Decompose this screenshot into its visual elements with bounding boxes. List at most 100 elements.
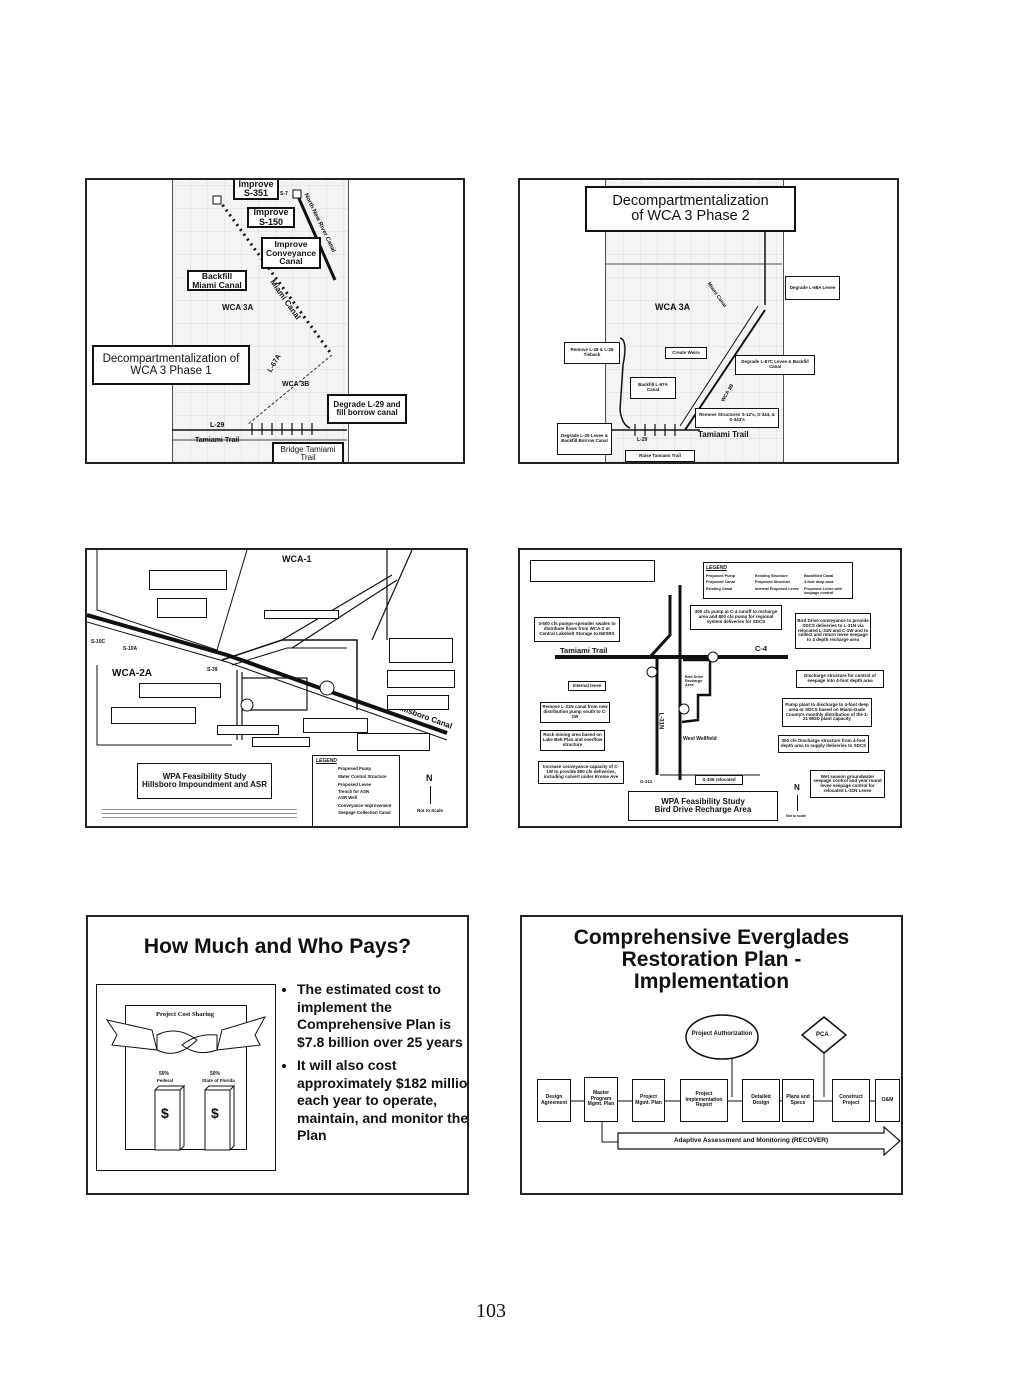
step-project-mgmt-plan: Project Mgmt. Plan	[632, 1079, 665, 1122]
note-box	[387, 670, 455, 688]
label-s39: S-39	[207, 667, 218, 673]
note-discharge-control: Discharge structure for control of seepa…	[796, 670, 884, 688]
legend-item: Seepage Collection Canal	[338, 810, 391, 815]
note-box	[357, 733, 430, 751]
legend-item: Existing Canal	[706, 586, 733, 591]
bullet-item: The estimated cost to implement the Comp…	[297, 981, 467, 1051]
step-construct: Construct Project	[832, 1079, 870, 1122]
label-west-wellfield: West Wellfield	[683, 736, 717, 742]
note-box	[139, 683, 221, 698]
label-l31n: L-31N	[657, 712, 664, 730]
label-l29: L-29	[637, 437, 648, 443]
legend-item: Proposed Levee	[338, 782, 372, 787]
slide-wca3-phase1: Improve S-351 S-7 Improve S-150 Improve …	[85, 178, 465, 464]
legend-title: LEGEND	[316, 758, 337, 764]
state-percent: 50%	[210, 1071, 221, 1077]
federal-label: Federal	[157, 1078, 174, 1083]
figure-frame	[125, 1005, 247, 1150]
label-tamiami: Tamiami Trail	[698, 430, 749, 439]
label-improve-s150: Improve S-150	[247, 207, 295, 228]
note-box	[252, 737, 310, 747]
slide-hillsboro-impoundment: WCA-1 S-10C S-10A WCA-2A S-39 Hillsboro …	[85, 548, 468, 828]
note-increase-c1w: Increase conveyance capacity of C-1W to …	[538, 761, 624, 784]
slide-title: Comprehensive Everglades Restoration Pla…	[573, 926, 850, 993]
project-authorization: Project Authorization	[691, 1031, 753, 1037]
slide-title: How Much and Who Pays?	[143, 935, 412, 958]
title-line2: Bird Drive Recharge Area	[654, 805, 752, 814]
legend: LEGEND Proposed Pump Existing Structure …	[703, 562, 853, 599]
label-s7: S-7	[280, 191, 288, 197]
north-arrow-icon	[430, 786, 431, 804]
label-degrade-l29: Degrade L-29 and fill borrow canal	[327, 394, 407, 424]
map-lines	[605, 220, 782, 436]
note-box	[303, 718, 368, 733]
recover-banner: Adaptive Assessment and Monitoring (RECO…	[673, 1137, 829, 1144]
note-box	[264, 610, 339, 619]
pca-diamond: PCA	[816, 1032, 829, 1038]
legend: LEGEND Proposed Pump Water Control Struc…	[312, 755, 400, 826]
state-label: State of Florida	[202, 1078, 235, 1083]
label-raise-tamiami: Raise Tamiami Trail	[625, 450, 695, 462]
label-g211: G-211	[640, 779, 653, 784]
flow-connectors	[570, 1014, 901, 1157]
legend-item: Internal Proposed Levee	[755, 586, 800, 591]
map-title: WPA Feasibility Study Bird Drive Recharg…	[628, 791, 778, 821]
legend-title: LEGEND	[706, 565, 727, 571]
page-number: 103	[476, 1300, 506, 1322]
not-to-scale: Not to Scale	[417, 808, 444, 813]
north-arrow-label: N	[794, 783, 800, 792]
note-box	[149, 570, 227, 590]
legend-item: ASR Well	[338, 795, 358, 800]
map-title: WPA Feasibility Study Hillsboro Impoundm…	[137, 763, 272, 799]
cost-sharing-figure: Project Cost Sharing 50% Federal 50% Sta…	[96, 984, 276, 1171]
note-box	[387, 695, 449, 710]
dollar-sign-icon: $	[211, 1105, 219, 1121]
legend-item: Proposed Pump	[706, 573, 736, 578]
label-l29: L-29	[210, 422, 225, 429]
label-tamiami: Tamiami Trail	[560, 646, 608, 655]
note-rock-mining: Rock mining area based on Lake Belt Plan…	[540, 730, 605, 751]
legend-item: Proposed Canal	[706, 580, 735, 584]
slide-cerp-implementation: Comprehensive Everglades Restoration Pla…	[520, 915, 903, 1195]
note-wet-season: Wet season groundwater seepage control a…	[810, 770, 885, 798]
figure-title: Project Cost Sharing	[155, 1011, 214, 1018]
label-c4: C-4	[755, 644, 768, 653]
note-box	[157, 598, 207, 618]
label-wca3a: WCA 3A	[655, 302, 691, 312]
note-box	[217, 725, 279, 735]
label-bird-drive-area: Bird Drive Recharge Area	[685, 675, 704, 687]
legend-item: Proposed Levee with seepage control	[804, 586, 842, 595]
label-create-weirs: Create Weirs	[665, 347, 707, 359]
note-box	[389, 638, 453, 663]
label-degrade-l67c: Degrade L-67C Levee & Backfill Canal	[735, 355, 815, 375]
north-arrow-label: N	[426, 773, 433, 783]
slide-wca3-phase2: Decompartmentalization of WCA 3 Phase 2 …	[518, 178, 899, 464]
title-line2: Hillsboro Impoundment and ASR	[141, 780, 268, 789]
label-wca3a: WCA 3A	[222, 303, 254, 312]
title-line1: WPA Feasibility Study	[661, 796, 745, 806]
legend-item: Proposed Structure	[755, 580, 791, 584]
bullet-item: It will also cost approximately $182 mil…	[297, 1057, 467, 1145]
slide-bird-drive: LEGEND Proposed Pump Existing Structure …	[518, 548, 902, 828]
map-lines	[555, 585, 788, 780]
note-pump-c4: 300 cfs pump at C-4 runoff to recharge a…	[690, 605, 782, 630]
legend-item: 4-foot deep area	[804, 580, 834, 584]
step-master-program: Master Program Mgmt. Plan	[584, 1077, 618, 1122]
step-pir: Project Implementation Report	[680, 1079, 728, 1122]
note-discharge-300: 300 cfs Discharge structure from 4-foot …	[778, 735, 869, 753]
map-lines	[87, 550, 448, 746]
label-wca2a: WCA-2A	[112, 668, 152, 679]
label-degrade-l29: Degrade L-29 Levee & Backfill Borrow Can…	[557, 423, 612, 455]
label-s10c: S-10C	[91, 639, 106, 645]
step-design-agreement: Design Agreement	[537, 1079, 571, 1122]
slide-title: Decompartmentalization of WCA 3 Phase 1	[92, 345, 250, 385]
note-s336: S-336 relocated	[695, 775, 743, 785]
label-improve-s351: Improve S-351	[233, 180, 279, 200]
legend-item: Proposed Pump	[338, 766, 371, 771]
legend-item: Existing Structure	[755, 573, 788, 578]
legend-item: Water Control Structure	[338, 774, 387, 779]
step-om: O&M	[875, 1079, 900, 1122]
label-backfill-l67a: Backfill L-67A Canal	[630, 377, 676, 399]
label-wca3b: WCA 3B	[282, 381, 310, 388]
legend-item: Conveyance Improvement	[338, 803, 392, 808]
